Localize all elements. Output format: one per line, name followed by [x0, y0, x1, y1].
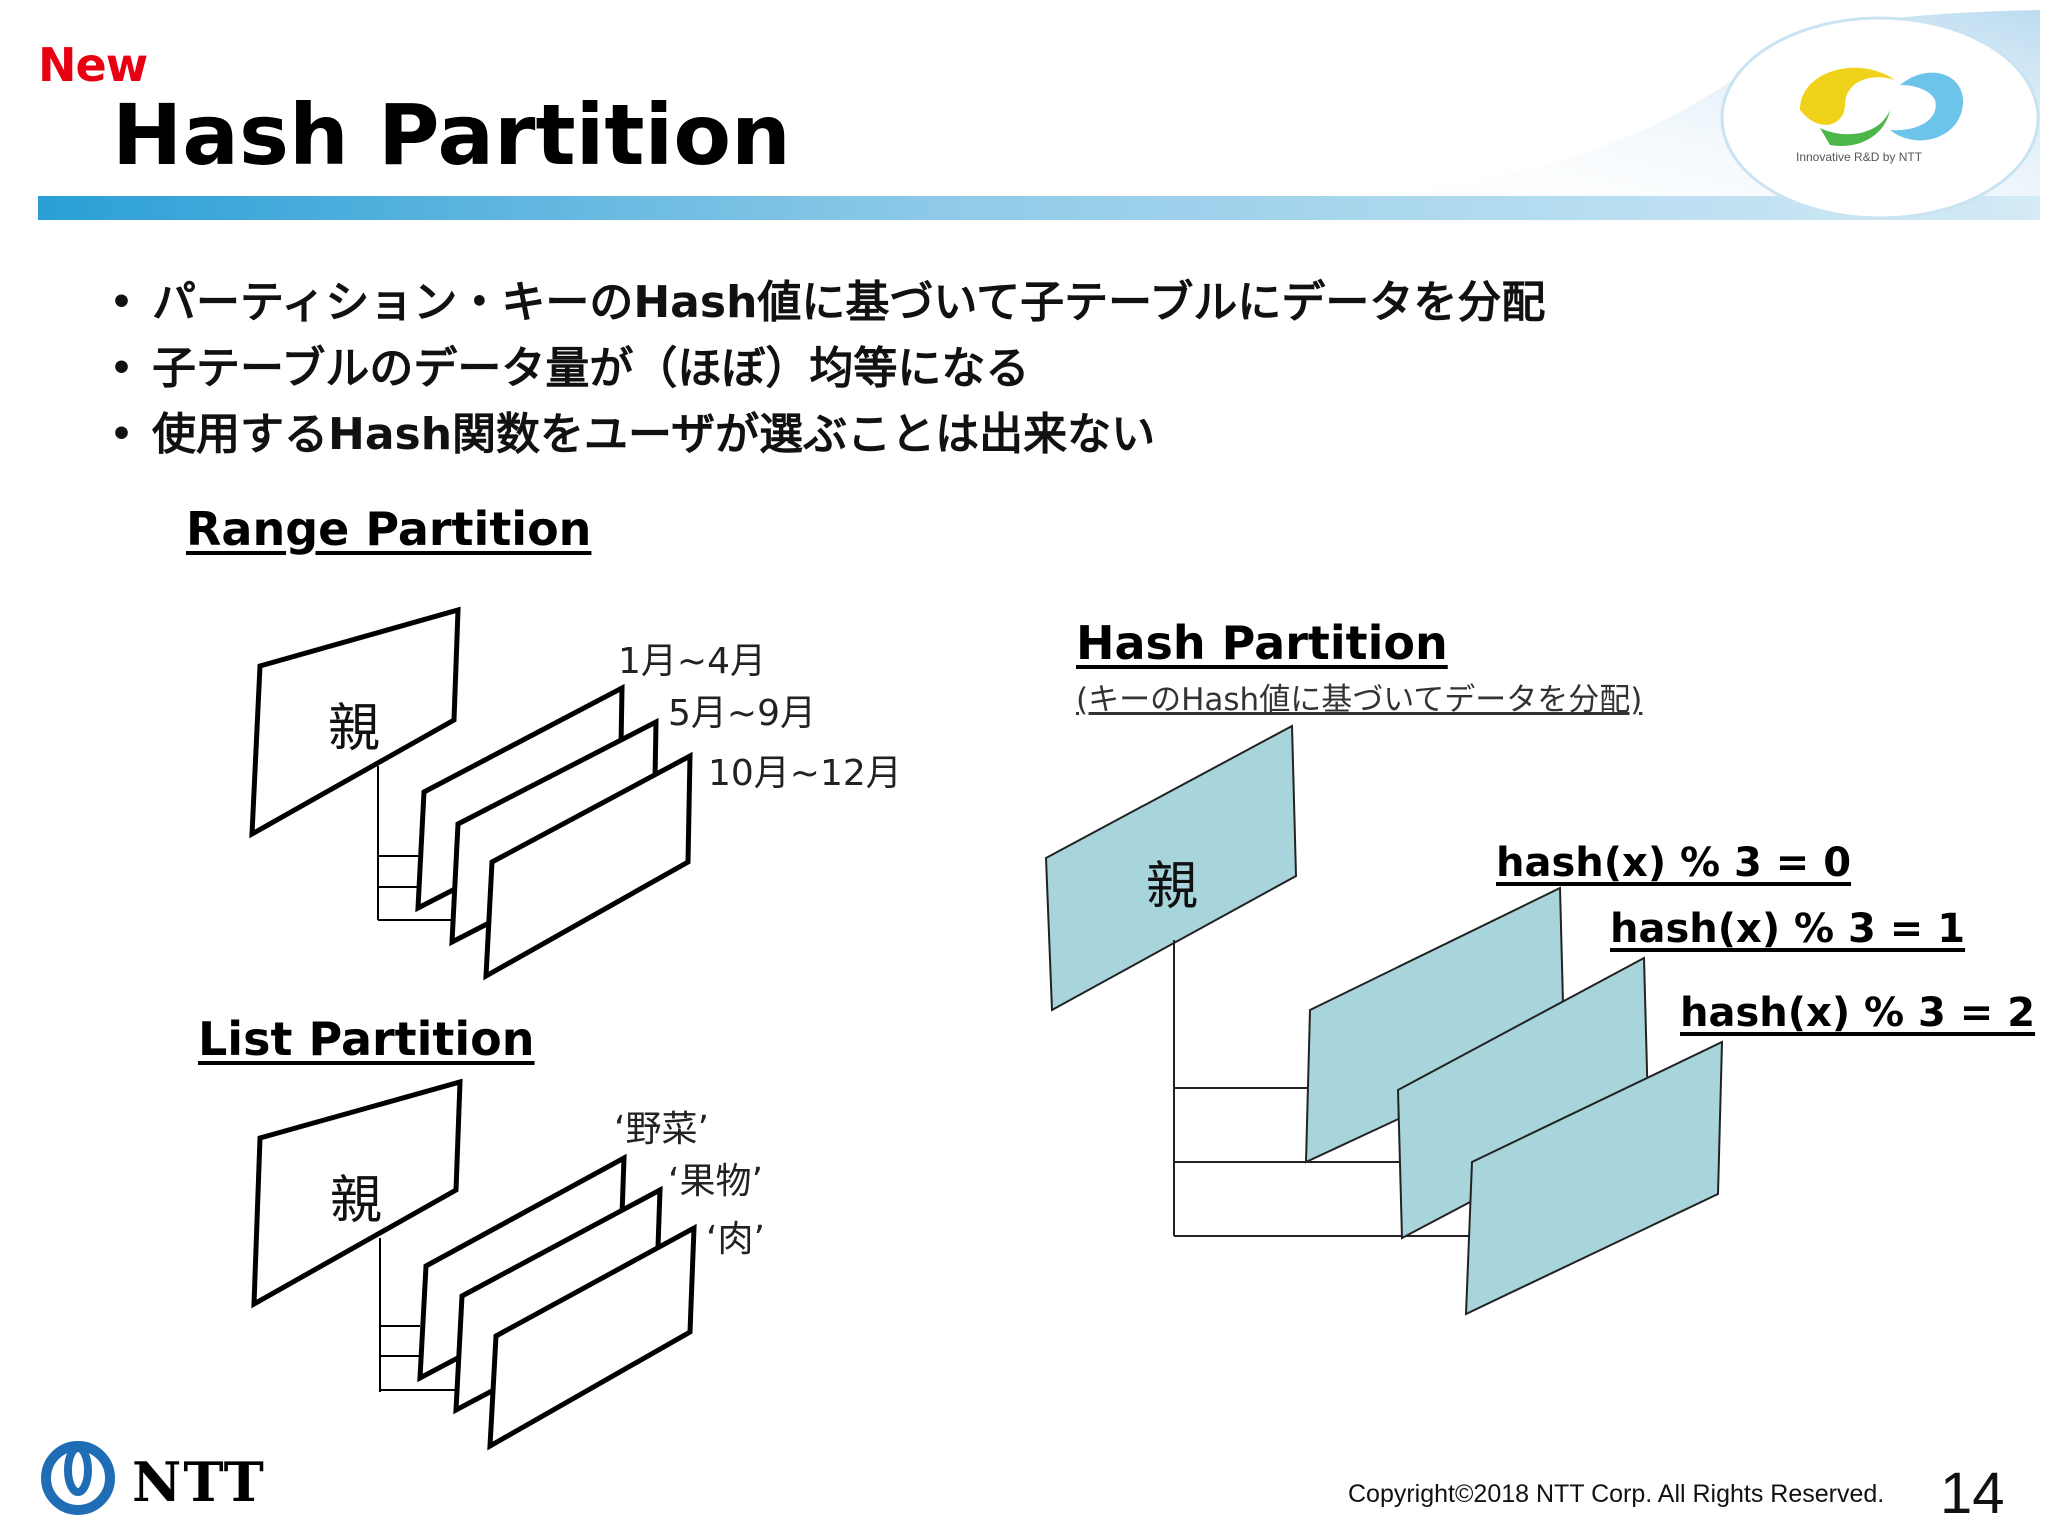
copyright-text: Copyright©2018 NTT Corp. All Rights Rese… — [1348, 1480, 1885, 1508]
hash-child-label-1: hash(x) % 3 = 0 — [1496, 840, 1852, 886]
logo-oval — [1720, 16, 2040, 220]
list-parent-label: 親 — [330, 1171, 383, 1231]
range-parent-label: 親 — [328, 699, 381, 759]
ntt-rnd-logo-icon — [1800, 67, 1964, 146]
hash-child-label-3: hash(x) % 3 = 2 — [1680, 990, 2036, 1036]
hash-connectors — [1173, 940, 1472, 1237]
range-connectors — [377, 766, 488, 921]
page-title: Hash Partition — [112, 86, 791, 184]
range-child-label-3: 10月~12月 — [708, 753, 902, 794]
list-child-label-1: ‘野菜’ — [614, 1109, 709, 1150]
hash-diagram — [1044, 724, 1724, 1316]
hash-heading: Hash Partition — [1076, 616, 1448, 670]
list-diagram — [251, 1078, 697, 1451]
new-badge: New — [38, 38, 148, 92]
bullet-item: 子テーブルのデータ量が（ほぼ）均等になる — [110, 336, 1545, 402]
ntt-wordmark: NTT — [132, 1450, 266, 1514]
bullet-list: パーティション・キーのHash値に基づいて子テーブルにデータを分配 子テーブルの… — [110, 270, 1545, 468]
range-diagram — [249, 606, 693, 981]
list-child-label-2: ‘果物’ — [668, 1161, 763, 1202]
header-decoration — [38, 10, 2040, 220]
bullet-item: パーティション・キーのHash値に基づいて子テーブルにデータを分配 — [110, 270, 1545, 336]
range-child-label-1: 1月~4月 — [618, 641, 766, 682]
hash-parent-box — [1044, 724, 1298, 1012]
list-parent-box — [251, 1078, 463, 1309]
range-heading: Range Partition — [186, 502, 592, 556]
list-heading: List Partition — [198, 1012, 535, 1066]
hash-child-label-2: hash(x) % 3 = 1 — [1610, 906, 1966, 952]
page-number: 14 — [1940, 1461, 2005, 1526]
hash-child-box-3 — [1464, 1040, 1724, 1316]
list-connectors — [379, 1238, 490, 1392]
header-band — [38, 196, 2040, 220]
logo-caption: Innovative R&D by NTT — [1796, 150, 1923, 164]
bullet-item: 使用するHash関数をユーザが選ぶことは出来ない — [110, 402, 1545, 468]
list-child-label-3: ‘肉’ — [706, 1219, 765, 1260]
range-child-box-3 — [483, 751, 693, 981]
list-child-box-3 — [487, 1223, 697, 1451]
range-child-label-2: 5月~9月 — [668, 693, 816, 734]
range-parent-box — [249, 606, 461, 839]
hash-parent-label: 親 — [1146, 857, 1199, 917]
hash-subheading: (キーのHash値に基づいてデータを分配) — [1076, 682, 1643, 718]
